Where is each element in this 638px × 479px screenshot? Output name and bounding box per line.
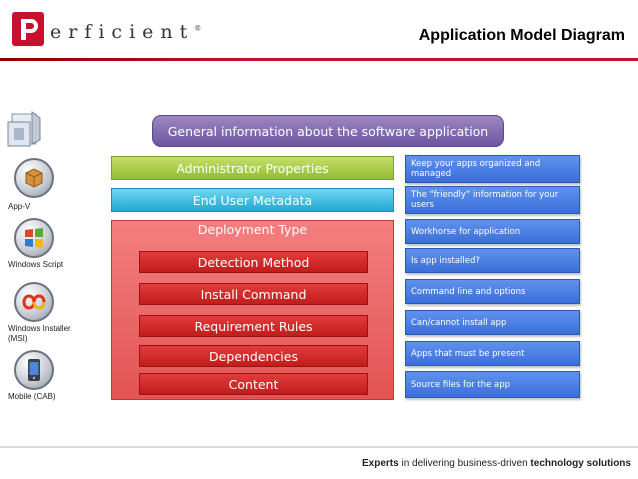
icon-label: Mobile (CAB) <box>8 392 56 401</box>
description-box: The “friendly” information for your user… <box>405 186 580 214</box>
icon-label: Windows Script <box>8 260 64 269</box>
description-box: Apps that must be present <box>405 341 580 366</box>
dependencies-bar: Dependencies <box>139 345 368 367</box>
description-box: Workhorse for application <box>405 219 580 244</box>
icon-label: Windows Installer (MSI) <box>8 324 71 343</box>
install-command-bar: Install Command <box>139 283 368 305</box>
page-title: Application Model Diagram <box>418 27 625 44</box>
requirement-rules-bar: Requirement Rules <box>139 315 368 337</box>
administrator-properties-bar: Administrator Properties <box>111 156 394 180</box>
footer-tagline: Experts in delivering business-driven te… <box>362 458 631 469</box>
end-user-metadata-bar: End User Metadata <box>111 188 394 212</box>
trademark: ® <box>194 24 202 33</box>
icon-label: App-V <box>8 202 31 211</box>
description-box: Keep your apps organized and managed <box>405 155 580 183</box>
deployment-type-label: Deployment Type <box>197 222 308 237</box>
package-icon <box>6 110 42 150</box>
app-v-icon <box>14 158 54 198</box>
perficient-logo-icon <box>12 12 44 46</box>
description-box: Source files for the app <box>405 371 580 398</box>
content-bar: Content <box>139 373 368 395</box>
description-box: Can/cannot install app <box>405 310 580 335</box>
footer-divider <box>0 446 638 448</box>
deployment-type-container <box>111 220 394 400</box>
general-info-bar: General information about the software a… <box>152 115 504 147</box>
windows-installer-icon <box>14 282 54 322</box>
windows-script-icon <box>14 218 54 258</box>
header <box>0 0 638 62</box>
logo-text: erficient® <box>50 21 202 43</box>
mobile-icon <box>14 350 54 390</box>
header-divider <box>0 58 638 61</box>
description-box: Is app installed? <box>405 248 580 273</box>
description-box: Command line and options <box>405 279 580 304</box>
detection-method-bar: Detection Method <box>139 251 368 273</box>
